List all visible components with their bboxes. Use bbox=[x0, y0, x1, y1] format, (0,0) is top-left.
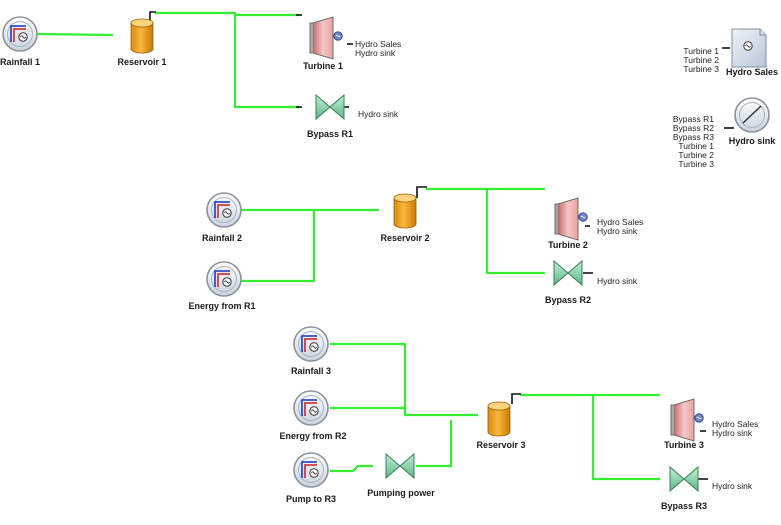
node-label: Rainfall 3 bbox=[291, 366, 331, 376]
rainfall-generator-icon bbox=[293, 452, 329, 488]
wire-rainfall3 bbox=[330, 342, 407, 415]
turbine-icon bbox=[309, 16, 343, 60]
node-label: Energy from R2 bbox=[279, 431, 346, 441]
input-label: Turbine 2 bbox=[678, 150, 714, 160]
node-label: Hydro sink bbox=[729, 136, 777, 146]
rainfall-generator-icon bbox=[293, 326, 329, 362]
input-label: Bypass R2 bbox=[673, 123, 714, 133]
wire-reservoir1-turbine1 bbox=[155, 11, 299, 17]
node-label: Turbine 1 bbox=[303, 61, 343, 71]
port-label: Hydro Sales bbox=[712, 419, 758, 429]
node-label: Hydro Sales bbox=[726, 67, 778, 77]
port-label: Hydro sink bbox=[597, 276, 638, 286]
node-hydro-sales[interactable]: Hydro Sales Turbine 1 Turbine 2 Turbine … bbox=[683, 28, 778, 77]
wire-energy-r1-reservoir2 bbox=[241, 210, 316, 283]
input-label: Bypass R3 bbox=[673, 132, 714, 142]
input-label: Turbine 3 bbox=[678, 159, 714, 169]
node-label: Rainfall 2 bbox=[202, 233, 242, 243]
node-label: Bypass R3 bbox=[661, 501, 707, 511]
valve-icon bbox=[669, 466, 699, 492]
turbine-icon bbox=[670, 398, 704, 442]
node-label: Turbine 2 bbox=[548, 240, 588, 250]
port-label: Hydro sink bbox=[358, 109, 399, 119]
input-label: Turbine 2 bbox=[683, 55, 719, 65]
node-label: Reservoir 2 bbox=[380, 233, 429, 243]
port-label: Hydro sink bbox=[355, 48, 396, 58]
node-reservoir2[interactable]: Reservoir 2 bbox=[380, 193, 430, 243]
port-label: Hydro sink bbox=[597, 226, 638, 236]
input-label: Bypass R1 bbox=[673, 114, 714, 124]
node-label: Bypass R2 bbox=[545, 295, 591, 305]
reservoir-icon bbox=[130, 18, 154, 54]
port-label: Hydro Sales bbox=[355, 39, 401, 49]
rainfall-generator-icon bbox=[293, 390, 329, 426]
node-reservoir3[interactable]: Reservoir 3 bbox=[476, 401, 526, 450]
wire-reservoir1-bypass-r1 bbox=[233, 15, 299, 109]
node-label: Bypass R1 bbox=[307, 129, 353, 139]
valve-icon bbox=[385, 453, 415, 479]
node-reservoir1[interactable]: Reservoir 1 bbox=[117, 18, 167, 67]
node-label: Pumping power bbox=[367, 488, 435, 498]
input-label: Turbine 1 bbox=[678, 141, 714, 151]
node-turbine1[interactable]: Turbine 1 Hydro Sales Hydro sink bbox=[303, 16, 401, 71]
node-energy-from-r2[interactable]: Energy from R2 bbox=[279, 390, 347, 441]
node-rainfall2[interactable]: Rainfall 2 bbox=[202, 192, 242, 243]
wire-energy-r2 bbox=[330, 406, 478, 417]
node-bypass-r3[interactable]: Bypass R3 Hydro sink bbox=[661, 466, 753, 511]
node-label: Rainfall 1 bbox=[0, 57, 40, 67]
node-label: Turbine 3 bbox=[664, 440, 704, 450]
wire-pump-to-pumping-power bbox=[330, 464, 373, 473]
node-hydro-sink[interactable]: Hydro sink Bypass R1 Bypass R2 Bypass R3… bbox=[673, 97, 777, 169]
wire-rainfall1-reservoir1 bbox=[36, 32, 114, 37]
turbine-icon bbox=[554, 197, 588, 241]
node-label: Reservoir 1 bbox=[117, 57, 166, 67]
sales-document-icon bbox=[731, 28, 767, 68]
port-label: Hydro sink bbox=[712, 481, 753, 491]
node-label: Pump to R3 bbox=[286, 494, 336, 504]
node-rainfall1[interactable]: Rainfall 1 bbox=[0, 16, 40, 67]
rainfall-generator-icon bbox=[2, 16, 38, 52]
sink-gauge-icon bbox=[734, 97, 770, 133]
wire-pumping-power-reservoir3 bbox=[416, 420, 453, 468]
node-bypass-r2[interactable]: Bypass R2 Hydro sink bbox=[545, 260, 638, 305]
port-label: Hydro sink bbox=[712, 428, 753, 438]
node-label: Energy from R1 bbox=[188, 301, 255, 311]
rainfall-generator-icon bbox=[206, 261, 242, 297]
reservoir-icon bbox=[487, 401, 511, 437]
node-turbine2[interactable]: Turbine 2 Hydro Sales Hydro sink bbox=[548, 197, 643, 250]
wire-reservoir2-bypass-r2 bbox=[485, 189, 545, 275]
node-turbine3[interactable]: Turbine 3 Hydro Sales Hydro sink bbox=[664, 398, 758, 450]
reservoir-icon bbox=[393, 193, 417, 229]
node-rainfall3[interactable]: Rainfall 3 bbox=[291, 326, 331, 376]
node-bypass-r1[interactable]: Bypass R1 Hydro sink bbox=[307, 94, 399, 139]
node-label: Reservoir 3 bbox=[476, 440, 525, 450]
valve-icon bbox=[315, 94, 345, 120]
node-energy-from-r1[interactable]: Energy from R1 bbox=[188, 261, 256, 311]
port-stubs bbox=[149, 11, 734, 480]
input-label: Turbine 1 bbox=[683, 46, 719, 56]
wire-reservoir3-bypass-r3 bbox=[591, 395, 660, 481]
node-pump-to-r3[interactable]: Pump to R3 bbox=[286, 452, 336, 504]
port-label: Hydro Sales bbox=[597, 217, 643, 227]
valve-icon bbox=[553, 260, 583, 286]
connections bbox=[36, 11, 660, 481]
input-label: Turbine 3 bbox=[683, 64, 719, 74]
node-pumping-power[interactable]: Pumping power bbox=[367, 453, 435, 498]
rainfall-generator-icon bbox=[206, 192, 242, 228]
